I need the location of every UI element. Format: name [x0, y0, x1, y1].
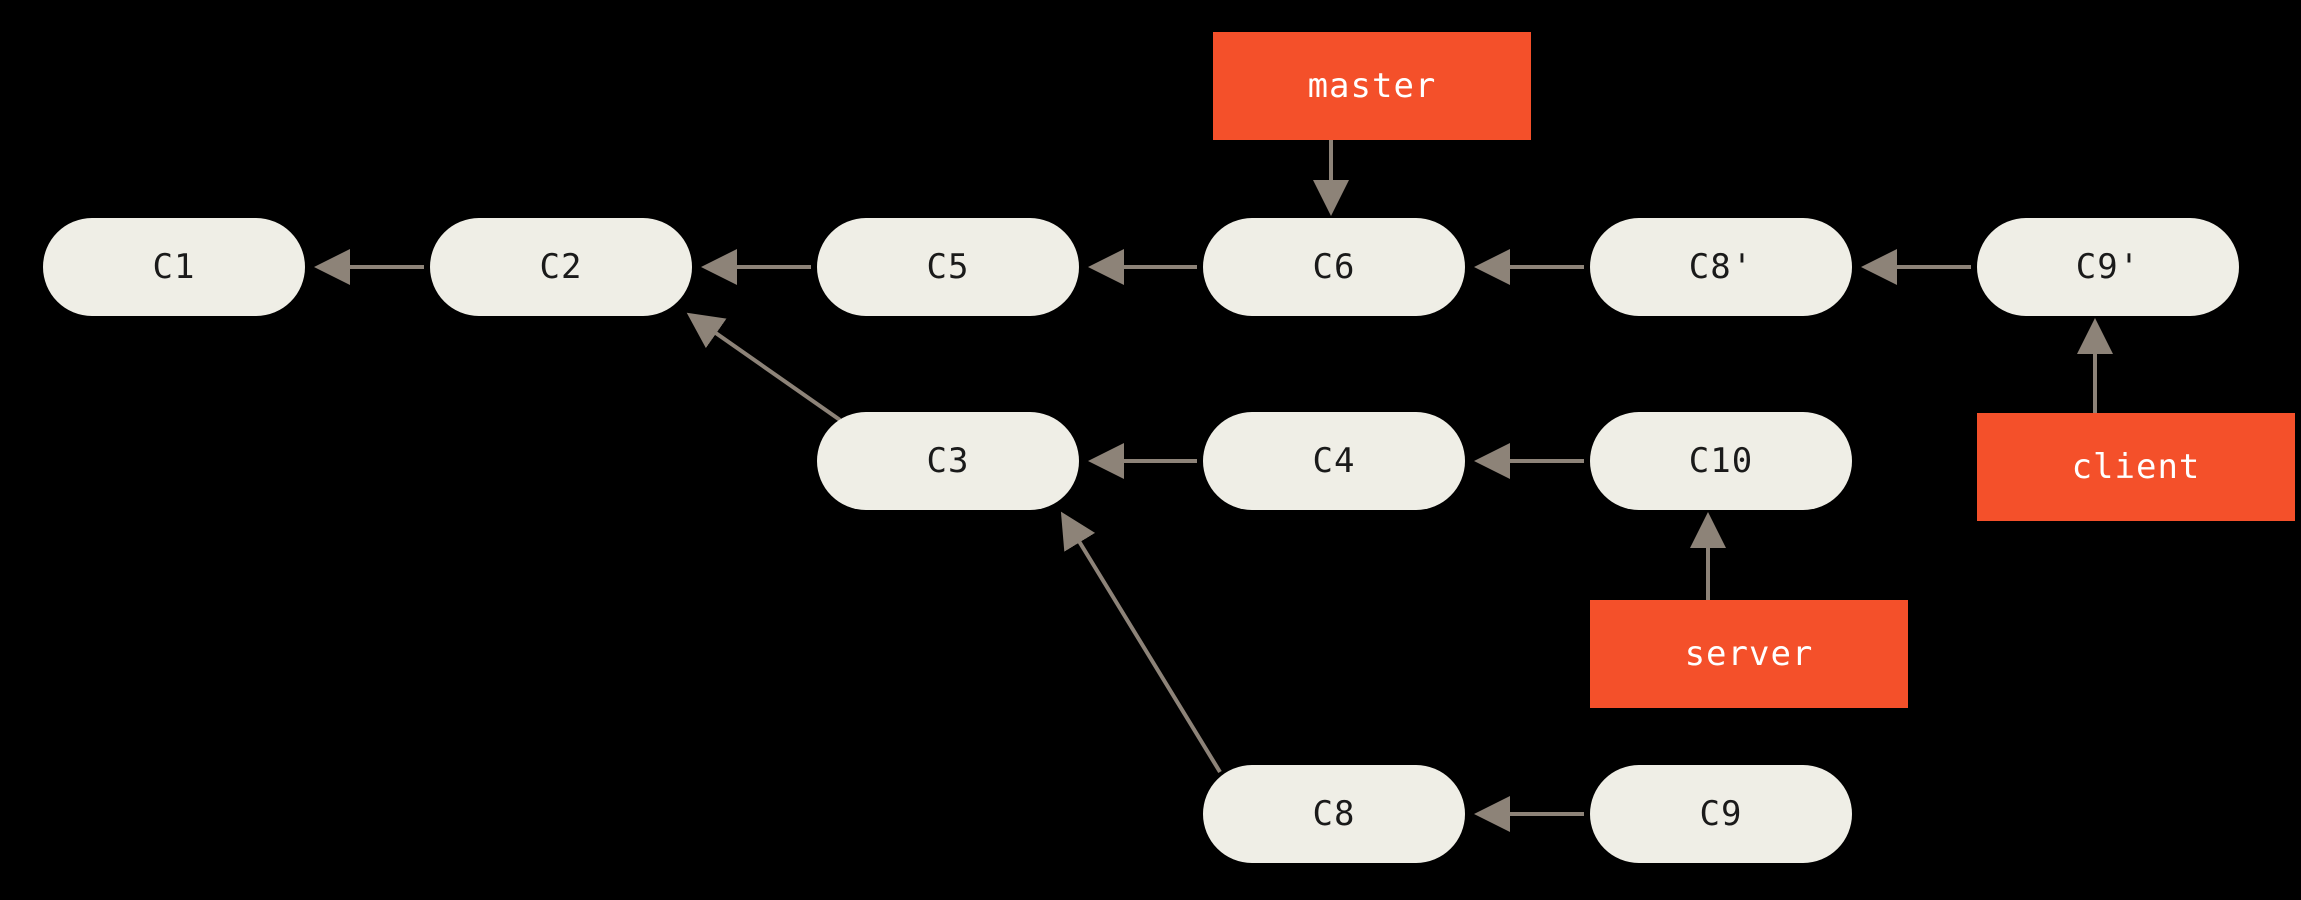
commit-node-c10[interactable]: C10 [1590, 412, 1852, 510]
branch-label-server[interactable]: server [1590, 600, 1908, 708]
commit-node-c8[interactable]: C8 [1203, 765, 1465, 863]
commit-node-c8-prime[interactable]: C8' [1590, 218, 1852, 316]
commit-node-c3[interactable]: C3 [817, 412, 1079, 510]
branch-label-master[interactable]: master [1213, 32, 1531, 140]
commit-node-c9-prime[interactable]: C9' [1977, 218, 2239, 316]
commit-node-c5[interactable]: C5 [817, 218, 1079, 316]
edge-c8-c3 [1060, 511, 1222, 774]
commit-node-c6[interactable]: C6 [1203, 218, 1465, 316]
edge-c3-c2 [686, 312, 842, 422]
branch-label-client[interactable]: client [1977, 413, 2295, 521]
commit-node-c1[interactable]: C1 [43, 218, 305, 316]
commit-node-c9[interactable]: C9 [1590, 765, 1852, 863]
commit-node-c2[interactable]: C2 [430, 218, 692, 316]
commit-node-c4[interactable]: C4 [1203, 412, 1465, 510]
